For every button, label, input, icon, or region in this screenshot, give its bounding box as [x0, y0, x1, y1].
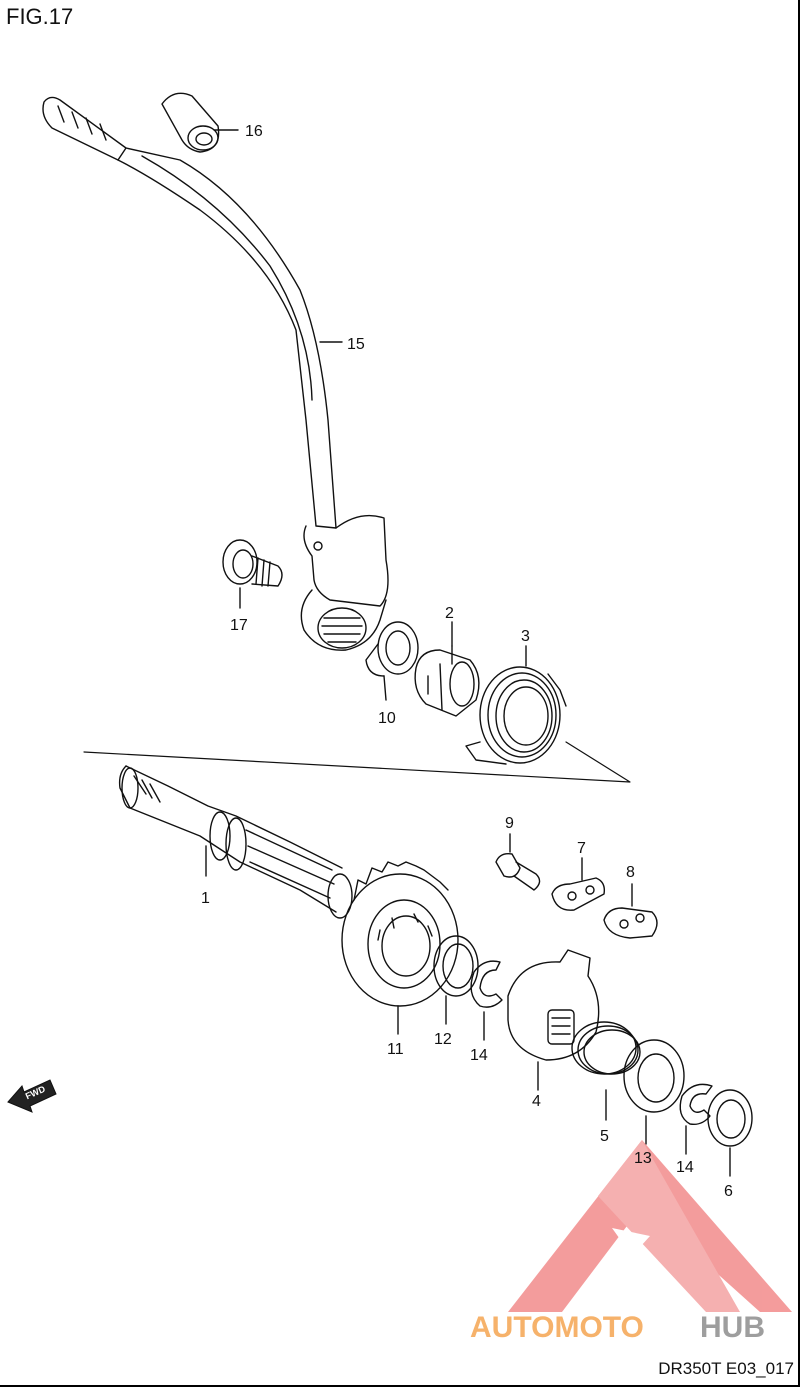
part-label-9: 9 [505, 815, 514, 832]
washer-part-12 [433, 935, 479, 1025]
bushing-part-10 [365, 621, 419, 701]
frame-border-right [798, 0, 800, 1387]
part-label-7: 7 [577, 840, 586, 857]
washer-part-6 [707, 1089, 753, 1177]
spring-part-3 [465, 645, 567, 765]
bolt-part-9 [495, 833, 541, 891]
kick-lever-part-15 [42, 96, 389, 651]
figure-title: FIG.17 [6, 4, 74, 29]
logo-text-part2: HUB [700, 1311, 765, 1344]
spring-part-5 [571, 1021, 641, 1121]
part-label-14b: 14 [676, 1159, 694, 1176]
part-label-15: 15 [347, 336, 365, 353]
part-label-10: 10 [378, 710, 396, 727]
part-label-6: 6 [724, 1183, 733, 1200]
part-label-3: 3 [521, 628, 530, 645]
part-label-16: 16 [245, 123, 263, 140]
bolt-part-17 [222, 539, 283, 609]
circlip-part-14a [470, 960, 503, 1041]
watermark-logo [508, 1140, 792, 1312]
part-label-13: 13 [634, 1150, 652, 1167]
part-label-12: 12 [434, 1031, 452, 1048]
part-label-14a: 14 [470, 1047, 488, 1064]
logo-text-part1: AUTOMOTO [470, 1311, 644, 1344]
part-label-4: 4 [532, 1093, 541, 1110]
part-label-5: 5 [600, 1128, 609, 1145]
shaft-part-1 [118, 765, 353, 919]
frame-border-bottom [0, 1385, 800, 1387]
circlip-part-14b [679, 1083, 713, 1155]
part-label-17: 17 [230, 617, 248, 634]
plate-part-8 [603, 883, 658, 939]
fwd-arrow-icon: FWD [7, 1079, 57, 1113]
washer-part-13 [623, 1039, 685, 1145]
spring-guide-part-2 [414, 621, 480, 717]
drive-gear-part-11 [341, 861, 459, 1035]
part-label-2: 2 [445, 605, 454, 622]
plate-part-7 [551, 857, 606, 911]
part-label-11: 11 [387, 1041, 404, 1058]
grip-cap-part-16 [161, 92, 220, 153]
part-label-8: 8 [626, 864, 635, 881]
drawing-code: DR350T E03_017 [658, 1359, 794, 1378]
part-label-1: 1 [201, 890, 210, 907]
